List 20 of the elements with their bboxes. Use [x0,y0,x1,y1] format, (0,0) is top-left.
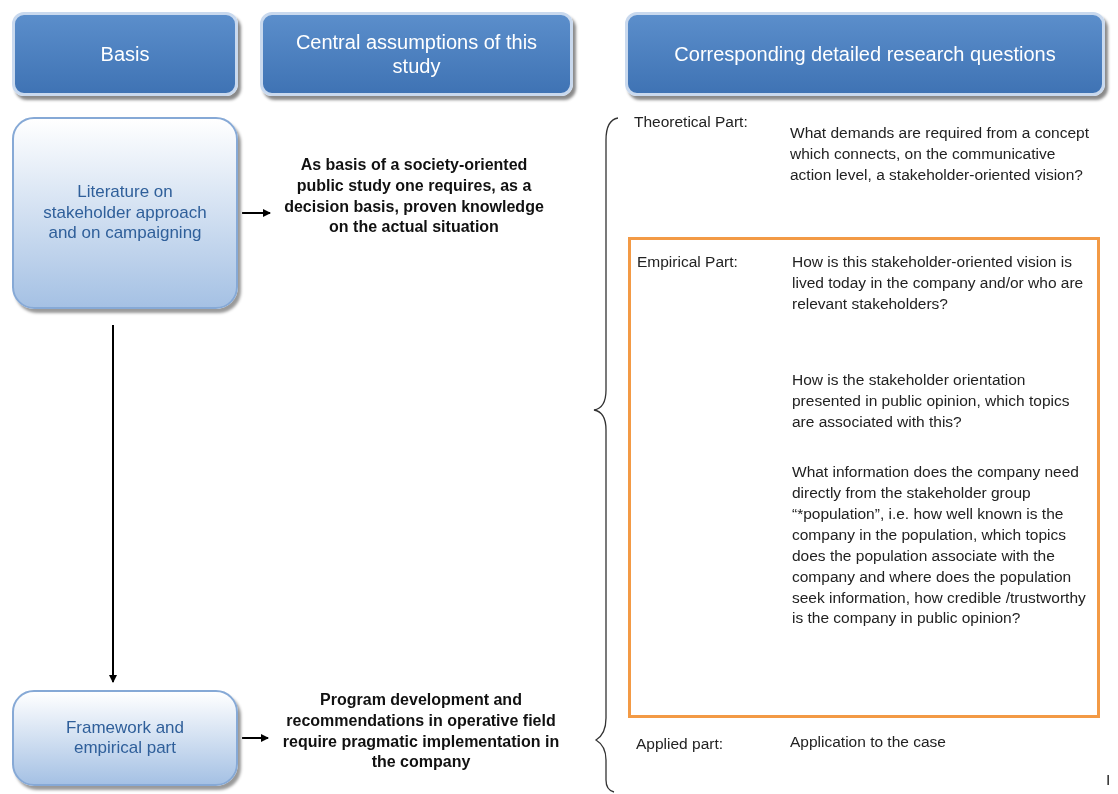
header-box: Central assumptions of this study [260,12,573,96]
stray-character: I [1106,770,1111,790]
process-box: Framework and empirical part [12,690,238,786]
process-box: Literature on stakeholder approach and on campaigning [12,117,238,309]
assumption-text: Program development and recommendations in operative field require pragmatic implementation in the company [276,690,566,790]
assumption-text: As basis of a society-oriented public study one requires, as a decision basis, proven knowledge on the actual situation [278,155,550,271]
part-label: Theoretical Part: [634,112,748,132]
arrow [109,324,117,683]
part-label: Empirical Part: [637,252,738,272]
research-question: Application to the case [790,732,946,752]
arrow [241,734,269,742]
research-question: How is this stakeholder-oriented vision is lived today in the company and/or who are relevant stakeholders? [792,252,1085,314]
research-question: What information does the company need directly from the stakeholder group “*population”, i.e. how well known is the company in the population, which topics does the population associate with the company and where does the population seek information, how credible /trustworthy is the company in public opinion? [792,462,1087,629]
header-box: Basis [12,12,238,96]
header-box: Corresponding detailed research questions [625,12,1105,96]
highlight-frame [628,237,1100,718]
arrow [241,209,271,217]
part-label: Applied part: [636,734,724,754]
research-question: How is the stakeholder orientation presented in public opinion, which topics are associated with this? [792,370,1071,432]
research-question: What demands are required from a concept which connects, on the communicative action level, a stakeholder-oriented vision? [790,123,1090,185]
